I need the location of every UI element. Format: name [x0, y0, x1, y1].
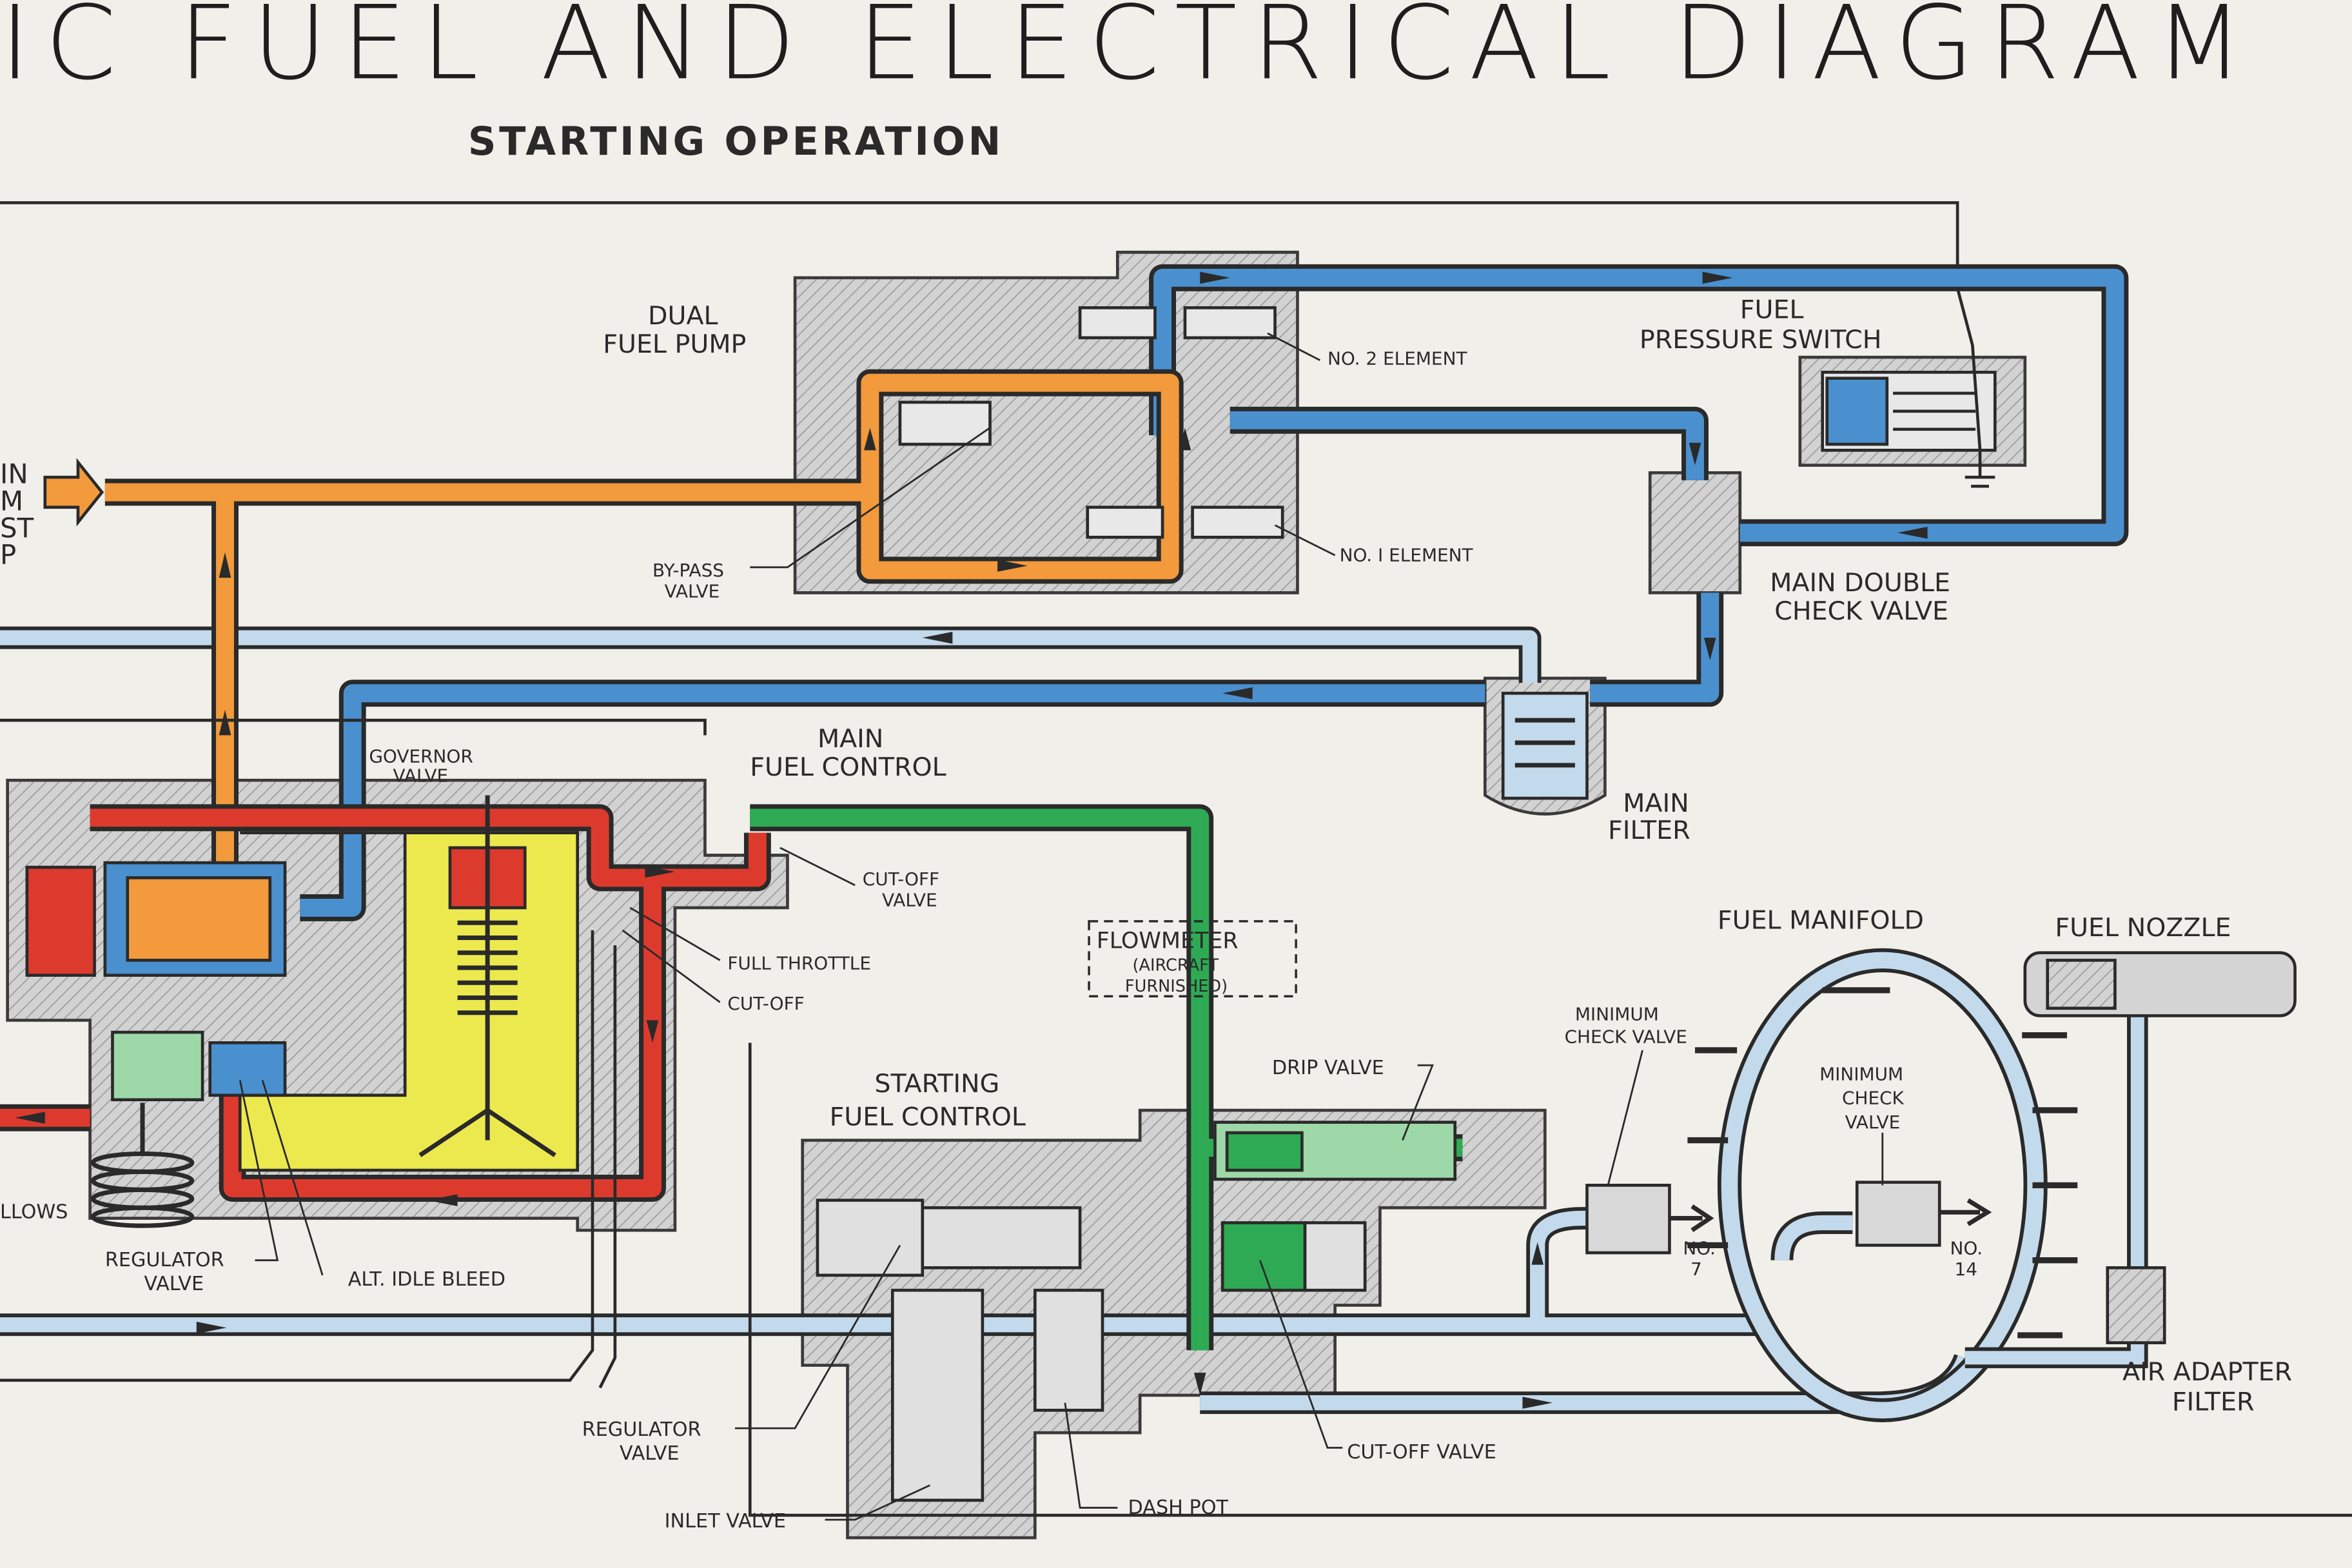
regulator-valve-left-label-2: VALVE	[144, 1273, 204, 1295]
air-adapter-filter-label-2: FILTER	[2172, 1387, 2255, 1416]
min-check-valve-2-label-3: VALVE	[1845, 1112, 1901, 1133]
regulator-valve-bottom-label-1: REGULATOR	[582, 1418, 701, 1441]
regulator-valve-left-label-1: REGULATOR	[105, 1249, 224, 1271]
bypass-valve-label-1: BY-PASS	[652, 560, 724, 581]
fuel-nozzle-body	[2023, 951, 2297, 1344]
left-fragment-1: IN	[0, 458, 28, 490]
min-check-valve-1-label-2: CHECK VALVE	[1565, 1026, 1687, 1047]
starting-fuel-control-label-1: STARTING	[874, 1069, 999, 1099]
no1-element-label: NO. I ELEMENT	[1340, 545, 1474, 566]
regulator-assembly	[25, 846, 527, 1102]
regulator-valve-bottom-label-2: VALVE	[620, 1442, 680, 1465]
double-check-valve-label-1: MAIN DOUBLE	[1770, 568, 1950, 598]
no2-element-label: NO. 2 ELEMENT	[1328, 348, 1467, 369]
pressure-switch-label-1: FUEL	[1740, 295, 1804, 325]
main-fuel-control-label-1: MAIN	[818, 724, 883, 754]
flowmeter-label-2: (AIRCRAFT	[1133, 956, 1219, 975]
flowmeter-box	[1088, 920, 1297, 997]
governor-valve-label-2: VALVE	[393, 765, 449, 787]
dash-pot-label: DASH POT	[1128, 1496, 1229, 1519]
main-filter-label-1: MAIN	[1623, 789, 1689, 818]
fuel-nozzle-label: FUEL NOZZLE	[2055, 913, 2231, 943]
check-valves	[1585, 1181, 1992, 1255]
pressure-switch-body	[1821, 371, 1997, 452]
fuel-manifold-ring	[1687, 948, 2148, 1422]
diagram-title: IC FUEL AND ELECTRICAL DIAGRAM	[0, 0, 2259, 103]
blue-lines	[300, 268, 2124, 917]
no7-label-2: 7	[1690, 1259, 1702, 1280]
no14-label-2: 14	[1954, 1259, 1977, 1280]
fuel-manifold-label: FUEL MANIFOLD	[1718, 906, 1924, 936]
leader-lines	[239, 332, 1884, 1521]
starting-control-internals	[816, 1199, 1367, 1502]
title-block: IC FUEL AND ELECTRICAL DIAGRAM STARTING …	[0, 0, 2259, 164]
main-filter-label-2: FILTER	[1608, 816, 1690, 845]
left-fragment-4: P	[0, 539, 16, 571]
inlet-valve-label: INLET VALVE	[665, 1510, 786, 1533]
bellows-label: LLOWS	[0, 1201, 68, 1224]
text-labels: IN M ST P DUAL FUEL PUMP NO. 2 ELEMENT N…	[0, 295, 2292, 1533]
flow-arrows	[15, 271, 1928, 1409]
left-fragment-3: ST	[0, 512, 34, 544]
alt-idle-bleed-label: ALT. IDLE BLEED	[348, 1268, 505, 1291]
double-check-valve-housing	[1648, 471, 1742, 594]
pressure-switch-label-2: PRESSURE SWITCH	[1640, 325, 1882, 355]
governor-valve-label-1: GOVERNOR	[369, 745, 473, 767]
bellows-stack	[90, 1102, 195, 1228]
starting-fuel-control-label-2: FUEL CONTROL	[830, 1102, 1026, 1132]
air-adapter-filter-label-1: AIR ADAPTER	[2122, 1357, 2292, 1387]
cutoff-valve-top-label-1: CUT-OFF	[863, 868, 939, 890]
flowmeter-label-3: FURNISHED)	[1125, 977, 1228, 996]
double-check-valve-label-2: CHECK VALVE	[1774, 596, 1948, 626]
main-fuel-control-label-2: FUEL CONTROL	[750, 752, 946, 782]
cut-off-label: CUT-OFF	[727, 993, 804, 1014]
min-check-valve-2-label-2: CHECK	[1842, 1088, 1905, 1109]
no14-label-1: NO.	[1950, 1237, 1983, 1259]
diagram-subtitle: STARTING OPERATION	[468, 119, 1004, 164]
cutoff-valve-top-label-2: VALVE	[882, 890, 937, 911]
inlet-arrow	[43, 458, 104, 527]
dual-fuel-pump-label-1: DUAL	[648, 301, 718, 331]
dual-fuel-pump-label-2: FUEL PUMP	[603, 329, 746, 359]
drip-valve-body	[1213, 1121, 1457, 1181]
bypass-valve-label-2: VALVE	[665, 580, 720, 602]
min-check-valve-1-label-1: MINIMUM	[1575, 1003, 1659, 1024]
governor-yellow-area	[238, 831, 580, 1172]
no7-label-1: NO.	[1683, 1237, 1716, 1259]
electrical-wires	[0, 201, 2352, 1517]
drip-valve-label: DRIP VALVE	[1272, 1057, 1384, 1079]
governor-spring	[418, 795, 556, 1157]
main-filter-body	[1501, 691, 1589, 800]
cut-off-valve-bottom-label: CUT-OFF VALVE	[1347, 1441, 1496, 1464]
min-check-valve-2-label-1: MINIMUM	[1819, 1063, 1903, 1084]
left-fragment-2: M	[0, 485, 23, 516]
full-throttle-label: FULL THROTTLE	[727, 952, 871, 974]
flowmeter-label-1: FLOWMETER	[1097, 928, 1239, 954]
